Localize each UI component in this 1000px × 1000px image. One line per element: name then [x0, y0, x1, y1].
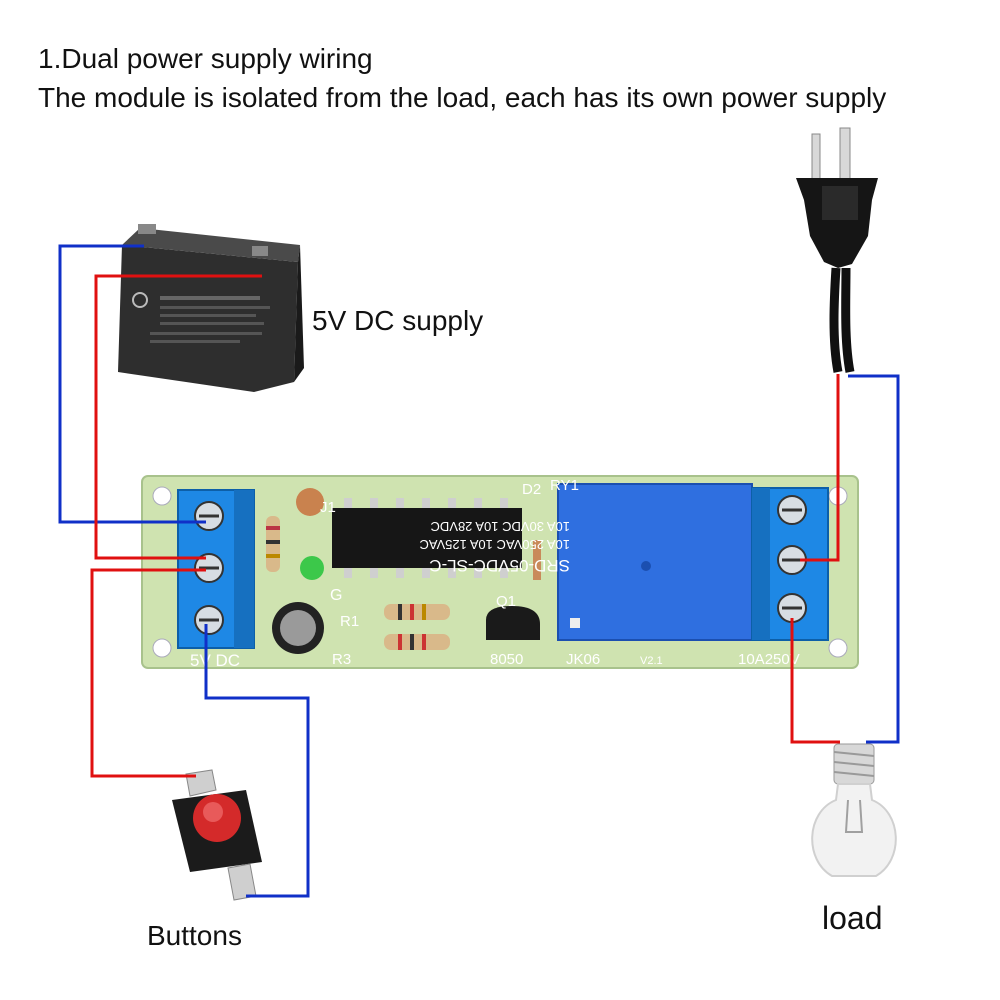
d2-label: D2 [522, 481, 541, 498]
transistor-label: 8050 [490, 651, 523, 668]
supply-label: 5V DC supply [312, 305, 484, 336]
q1-label: Q1 [496, 593, 516, 610]
wires [58, 244, 900, 898]
ry1-label: RY1 [550, 477, 579, 494]
battery-icon [118, 224, 304, 392]
relay-rating-ac-text: 10A 250VAC 10A 125VAC [419, 537, 570, 552]
r1-label: R1 [340, 613, 359, 630]
load-label: load [822, 900, 883, 936]
diagram-title: 1.Dual power supply wiring [38, 43, 373, 74]
power-label: 5V DC [190, 651, 240, 670]
push-button-icon [172, 769, 262, 901]
relay-module-icon [141, 475, 859, 669]
model-label: JK06 [566, 651, 600, 668]
rating-label: 10A250V [738, 651, 800, 668]
version-label: V2.1 [640, 655, 663, 667]
j1-label: J1 [320, 499, 336, 516]
relay-rating-dc-text: 10A 30VDC 10A 28VDC [431, 519, 570, 534]
diagram-subtitle: The module is isolated from the load, ea… [38, 82, 887, 113]
g-label: G [330, 587, 342, 604]
plug-icon [796, 127, 878, 373]
relay-model-text: SRD-05VDC-SL-C [429, 556, 570, 575]
light-bulb-icon [811, 743, 897, 877]
buttons-label: Buttons [147, 920, 242, 951]
r3-label: R3 [332, 651, 351, 668]
